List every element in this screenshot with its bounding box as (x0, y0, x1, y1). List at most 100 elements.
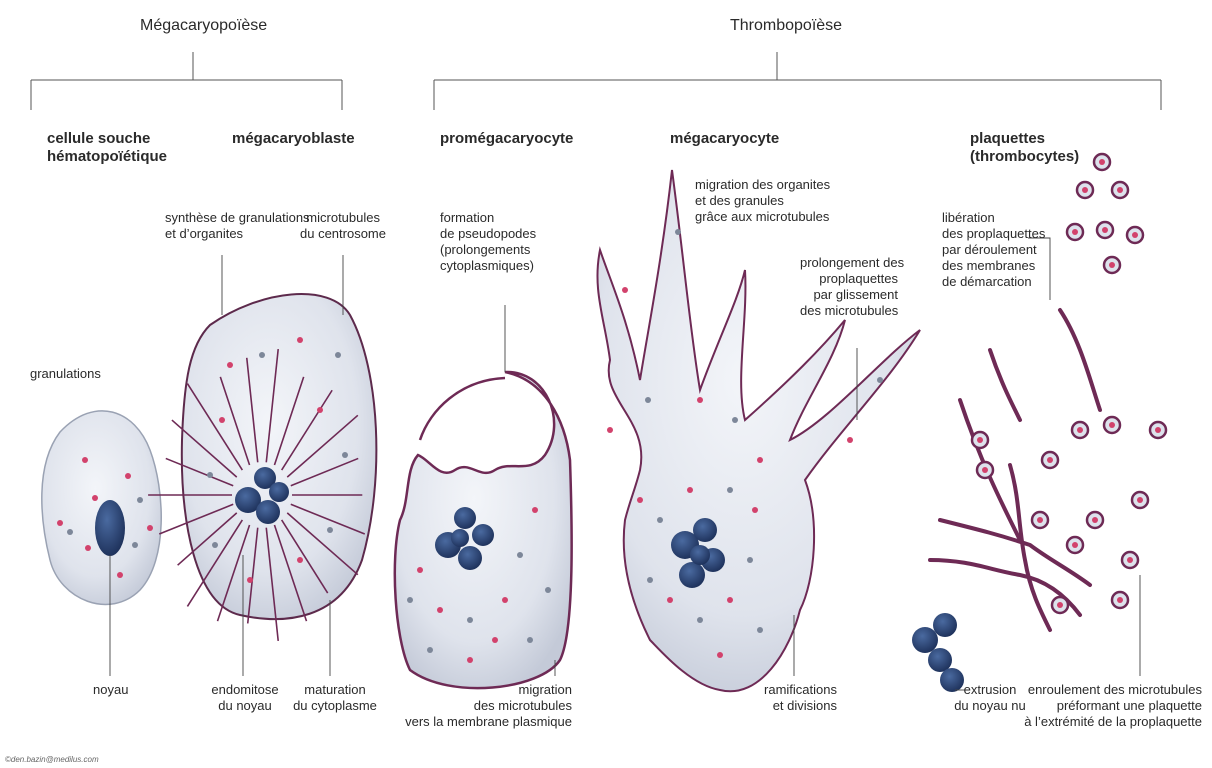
platelet-granule (1132, 232, 1138, 238)
platelet-granule (1082, 187, 1088, 193)
extruded-nucleus (912, 613, 964, 692)
granule (607, 427, 613, 433)
platelet-granule (1037, 517, 1043, 523)
label-granulations: granulations (30, 366, 101, 382)
platelet-granule (1127, 557, 1133, 563)
granule (417, 567, 423, 573)
granule (437, 607, 443, 613)
label-migration-microtubules: migration des microtubules vers la membr… (400, 682, 572, 730)
granule (645, 397, 651, 403)
granule (467, 657, 473, 663)
label-migration-organites: migration des organites et des granules … (695, 177, 830, 225)
granule (727, 487, 733, 493)
granule (545, 587, 551, 593)
granule (757, 457, 763, 463)
label-pseudopodes: formation de pseudopodes (prolongements … (440, 210, 536, 274)
granule (342, 452, 348, 458)
platelet-granule (1109, 262, 1115, 268)
granule (647, 577, 653, 583)
label-liberation: libération des proplaquettes par déroule… (942, 210, 1045, 290)
granule (657, 517, 663, 523)
granule (492, 637, 498, 643)
granule (67, 529, 73, 535)
granule (687, 487, 693, 493)
thrombopoiesis-bracket (434, 52, 1161, 110)
platelet-granule (1099, 159, 1105, 165)
granule (82, 457, 88, 463)
granule (219, 417, 225, 423)
granule (622, 287, 628, 293)
granule (132, 542, 138, 548)
granule (427, 647, 433, 653)
granule (757, 627, 763, 633)
phase-thrombopoiesis: Thrombopoïèse (730, 18, 842, 34)
platelet-granule (1155, 427, 1161, 433)
granule (667, 597, 673, 603)
proplatelet-network (930, 310, 1100, 630)
platelet-granule (1077, 427, 1083, 433)
granule (752, 507, 758, 513)
megakaryopoiesis-bracket (31, 52, 342, 110)
label-maturation: maturation du cytoplasme (290, 682, 380, 714)
granule (297, 557, 303, 563)
granule (207, 472, 213, 478)
label-noyau: noyau (93, 682, 128, 698)
granule (517, 552, 523, 558)
platelet-granule (1057, 602, 1063, 608)
copyright-credit: ©den.bazin@medilus.com (5, 752, 99, 768)
stem-cell-nucleus (95, 500, 125, 556)
stage-promegakaryocyte: promégacaryocyte (440, 130, 573, 148)
platelet-granule (1109, 422, 1115, 428)
platelet-granule (1092, 517, 1098, 523)
granule (675, 229, 681, 235)
granule (85, 545, 91, 551)
label-ramifications: ramifications et divisions (760, 682, 837, 714)
granule (467, 617, 473, 623)
granule (747, 557, 753, 563)
granule (137, 497, 143, 503)
granule (717, 652, 723, 658)
granule (212, 542, 218, 548)
granule (227, 362, 233, 368)
granule (727, 597, 733, 603)
granule (297, 337, 303, 343)
granule (247, 577, 253, 583)
stage-platelets: plaquettes (thrombocytes) (970, 130, 1079, 166)
platelet-granule (1102, 227, 1108, 233)
granule (527, 637, 533, 643)
platelet-granule (1117, 597, 1123, 603)
platelet-granule (977, 437, 983, 443)
label-endomitose: endomitose du noyau (195, 682, 295, 714)
granule (57, 520, 63, 526)
label-centrosome-microtubules: microtubules du centrosome (300, 210, 380, 242)
platelet-granule (1072, 542, 1078, 548)
granule (697, 617, 703, 623)
granule (877, 377, 883, 383)
megakaryocyte-cell (597, 170, 920, 691)
platelet-granule (1047, 457, 1053, 463)
promegakaryocyte-cell (395, 372, 572, 688)
stage-megakaryoblast: mégacaryoblaste (232, 130, 355, 148)
granule (327, 527, 333, 533)
granule (259, 352, 265, 358)
megakaryoblast-cell (148, 294, 376, 641)
granule (92, 495, 98, 501)
phase-megakaryopoiesis: Mégacaryopoïèse (140, 18, 267, 34)
granule (317, 407, 323, 413)
platelet-granule (1137, 497, 1143, 503)
stage-megakaryocyte: mégacaryocyte (670, 130, 779, 148)
granule (117, 572, 123, 578)
label-prolongement: prolongement des proplaquettes par gliss… (800, 255, 898, 319)
stage-stem-cell: cellule souche hématopoïétique (47, 130, 167, 166)
granule (847, 437, 853, 443)
granule (335, 352, 341, 358)
granule (732, 417, 738, 423)
platelet-granule (1072, 229, 1078, 235)
granule (125, 473, 131, 479)
granule (407, 597, 413, 603)
platelet-granule (1117, 187, 1123, 193)
granule (697, 397, 703, 403)
granule (502, 597, 508, 603)
platelet-granule (982, 467, 988, 473)
